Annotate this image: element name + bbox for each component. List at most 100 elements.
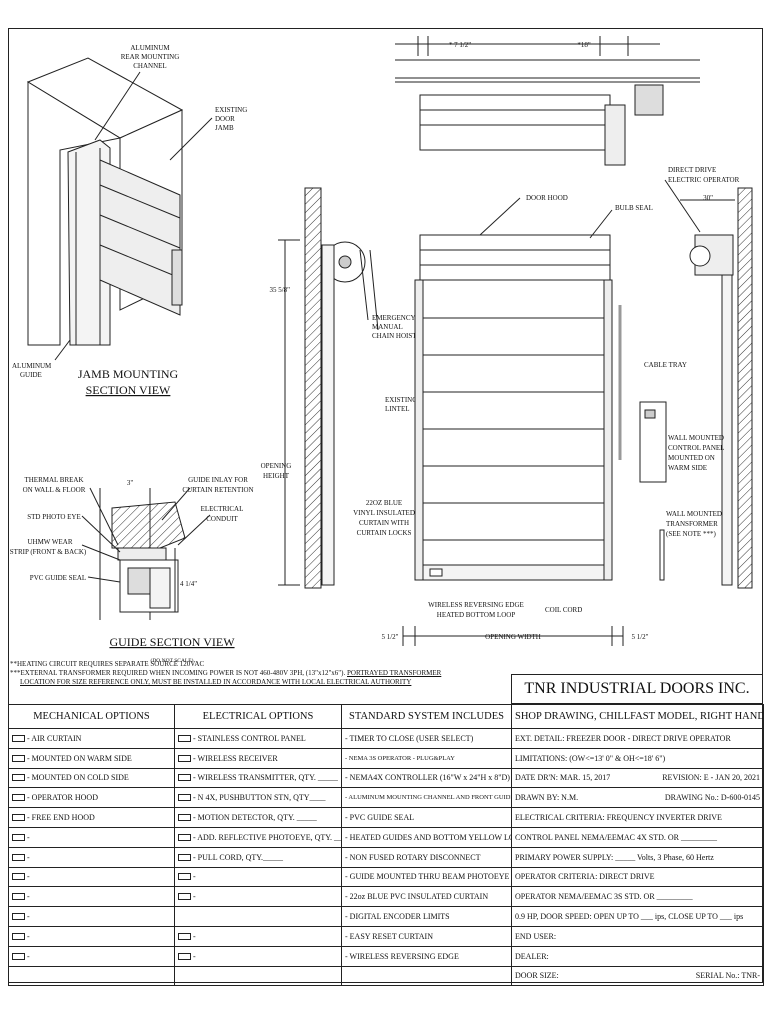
table-row: -- PULL CORD, QTY._____- NON FUSED ROTAR… xyxy=(8,846,764,868)
electrical-option-checkbox[interactable] xyxy=(178,853,191,861)
shop-detail-left: OPERATOR CRITERIA: DIRECT DRIVE xyxy=(515,872,655,882)
mechanical-option-checkbox[interactable] xyxy=(12,873,25,881)
standard-include-cell: - PVC GUIDE SEAL xyxy=(341,807,512,828)
mechanical-option-cell: - xyxy=(8,886,175,908)
cable-tray-label: CABLE TRAY xyxy=(644,361,687,369)
shop-detail-left: OPERATOR NEMA/EEMAC 3S STD. OR _________ xyxy=(515,892,693,902)
top-plan-view xyxy=(395,36,700,166)
existing-door-jamb-label-3: JAMB xyxy=(215,124,234,132)
options-table: MECHANICAL OPTIONS ELECTRICAL OPTIONS ST… xyxy=(8,704,764,987)
jamb-mounting-view xyxy=(26,57,213,361)
mechanical-option-label: - xyxy=(27,832,30,842)
thermal-break-label: THERMAL BREAK xyxy=(24,476,83,484)
direct-drive-label: DIRECT DRIVE xyxy=(668,166,716,174)
shop-detail-right: SERIAL No.: TNR- xyxy=(695,971,760,981)
jamb-labels: ALUMINUM REAR MOUNTING CHANNEL EXISTING … xyxy=(12,44,247,397)
mechanical-option-label: - xyxy=(27,852,30,862)
electrical-option-checkbox[interactable] xyxy=(178,794,191,802)
mechanical-option-checkbox[interactable] xyxy=(12,774,25,782)
electrical-option-label: - ADD. REFLECTIVE PHOTOEYE, QTY. _____ xyxy=(193,832,342,842)
technical-drawing: ALUMINUM REAR MOUNTING CHANNEL EXISTING … xyxy=(10,36,753,664)
electrical-option-cell: - xyxy=(174,945,342,967)
mechanical-option-label: - xyxy=(27,951,30,961)
mechanical-option-label: - xyxy=(27,931,30,941)
mechanical-option-checkbox[interactable] xyxy=(12,952,25,960)
shop-detail-left: PRIMARY POWER SUPPLY: _____ Volts, 3 Pha… xyxy=(515,852,714,862)
mechanical-option-checkbox[interactable] xyxy=(12,794,25,802)
electrical-option-checkbox[interactable] xyxy=(178,932,191,940)
bulb-seal-label: BULB SEAL xyxy=(615,204,653,212)
mechanical-option-checkbox[interactable] xyxy=(12,893,25,901)
shop-detail-cell: OPERATOR NEMA/EEMAC 3S STD. OR _________ xyxy=(511,886,764,908)
electrical-option-label: - xyxy=(193,892,196,902)
front-labels: DOOR HOOD BULB SEAL 22OZ BLUE VINYL INSU… xyxy=(353,194,653,641)
shop-detail-left: EXT. DETAIL: FREEZER DOOR - DIRECT DRIVE… xyxy=(515,733,731,743)
electrical-option-checkbox[interactable] xyxy=(178,774,191,782)
wall-panel-label-4: WARM SIDE xyxy=(668,464,707,472)
electrical-option-checkbox[interactable] xyxy=(178,833,191,841)
shop-detail-cell: DRAWN BY: N.M.DRAWING No.: D-600-0145 xyxy=(511,787,764,809)
header-standard: STANDARD SYSTEM INCLUDES xyxy=(341,704,512,729)
shop-detail-left: DOOR SIZE: xyxy=(515,971,559,981)
right-side-labels: DIRECT DRIVE ELECTRIC OPERATOR 30" CABLE… xyxy=(644,166,740,538)
shop-detail-left: DATE DR'N: MAR. 15, 2017 xyxy=(515,773,611,783)
emergency-chain-label-2: MANUAL xyxy=(372,323,403,331)
blue-curtain-label-4: CURTAIN LOCKS xyxy=(357,529,412,537)
door-hood-label: DOOR HOOD xyxy=(526,194,568,202)
shop-detail-cell: DEALER: xyxy=(511,945,764,967)
blue-curtain-label-3: CURTAIN WITH xyxy=(359,519,409,527)
mechanical-option-checkbox[interactable] xyxy=(12,814,25,822)
guide-section-title: GUIDE SECTION VIEW xyxy=(109,635,235,649)
shop-detail-left: ELECTRICAL CRITERIA: FREQUENCY INVERTER … xyxy=(515,813,722,823)
mechanical-option-checkbox[interactable] xyxy=(12,913,25,921)
shop-detail-left: DRAWN BY: N.M. xyxy=(515,793,579,803)
existing-door-jamb-label: EXISTING xyxy=(215,106,247,114)
electrical-option-checkbox[interactable] xyxy=(178,734,191,742)
electrical-option-checkbox[interactable] xyxy=(178,952,191,960)
electrical-option-label: - WIRELESS TRANSMITTER, QTY. _____ xyxy=(193,773,338,783)
standard-include-cell: - WIRELESS REVERSING EDGE xyxy=(341,945,512,967)
company-name: TNR INDUSTRIAL DOORS INC. xyxy=(511,674,763,704)
electrical-option-cell: - ADD. REFLECTIVE PHOTOEYE, QTY. _____ xyxy=(174,826,342,848)
shop-detail-cell: EXT. DETAIL: FREEZER DOOR - DIRECT DRIVE… xyxy=(511,728,764,749)
existing-lintel-label: EXISTING xyxy=(385,396,417,404)
electrical-option-label: - xyxy=(193,951,196,961)
note-transformer: ***EXTERNAL TRANSFORMER REQUIRED WHEN IN… xyxy=(10,669,510,678)
electrical-option-checkbox[interactable] xyxy=(178,754,191,762)
mechanical-option-checkbox[interactable] xyxy=(12,734,25,742)
electrical-option-cell: - xyxy=(174,925,342,947)
mechanical-option-label: - xyxy=(27,912,30,922)
dim-5-half-right: 5 1/2" xyxy=(631,633,648,641)
electrical-option-label: - STAINLESS CONTROL PANEL xyxy=(193,733,306,743)
empty-cell xyxy=(8,965,175,987)
emergency-chain-label-3: CHAIN HOIST xyxy=(372,332,417,340)
electrical-option-checkbox[interactable] xyxy=(178,893,191,901)
table-row: -- ADD. REFLECTIVE PHOTOEYE, QTY. _____-… xyxy=(8,826,764,848)
mechanical-option-cell: - MOUNTED ON WARM SIDE xyxy=(8,747,175,769)
shop-detail-cell: CONTROL PANEL NEMA/EEMAC 4X STD. OR ____… xyxy=(511,826,764,848)
mechanical-option-checkbox[interactable] xyxy=(12,754,25,762)
existing-door-jamb-label-2: DOOR xyxy=(215,115,235,123)
empty-cell xyxy=(341,965,512,987)
mechanical-option-checkbox[interactable] xyxy=(12,853,25,861)
shop-detail-left: DEALER: xyxy=(515,951,549,961)
header-mechanical: MECHANICAL OPTIONS xyxy=(8,704,175,729)
electrical-option-cell: - WIRELESS RECEIVER xyxy=(174,747,342,769)
shop-detail-cell: LIMITATIONS: (OW<=13' 0" & OH<=18' 6") xyxy=(511,747,764,769)
opening-height-label-2: HEIGHT xyxy=(263,472,290,480)
aluminum-guide-label-2: GUIDE xyxy=(20,371,42,379)
direct-drive-label-2: ELECTRIC OPERATOR xyxy=(668,176,740,184)
electrical-option-checkbox[interactable] xyxy=(178,873,191,881)
mechanical-option-checkbox[interactable] xyxy=(12,833,25,841)
note-transformer-text: ***EXTERNAL TRANSFORMER REQUIRED WHEN IN… xyxy=(10,669,347,677)
jamb-mounting-title: JAMB MOUNTING xyxy=(78,367,179,381)
shop-detail-right: REVISION: E - JAN 20, 2021 xyxy=(662,773,760,783)
standard-include-cell: - TIMER TO CLOSE (USER SELECT) xyxy=(341,728,512,749)
electrical-option-checkbox[interactable] xyxy=(178,814,191,822)
mechanical-option-checkbox[interactable] xyxy=(12,932,25,940)
standard-include-cell: - DIGITAL ENCODER LIMITS xyxy=(341,906,512,927)
